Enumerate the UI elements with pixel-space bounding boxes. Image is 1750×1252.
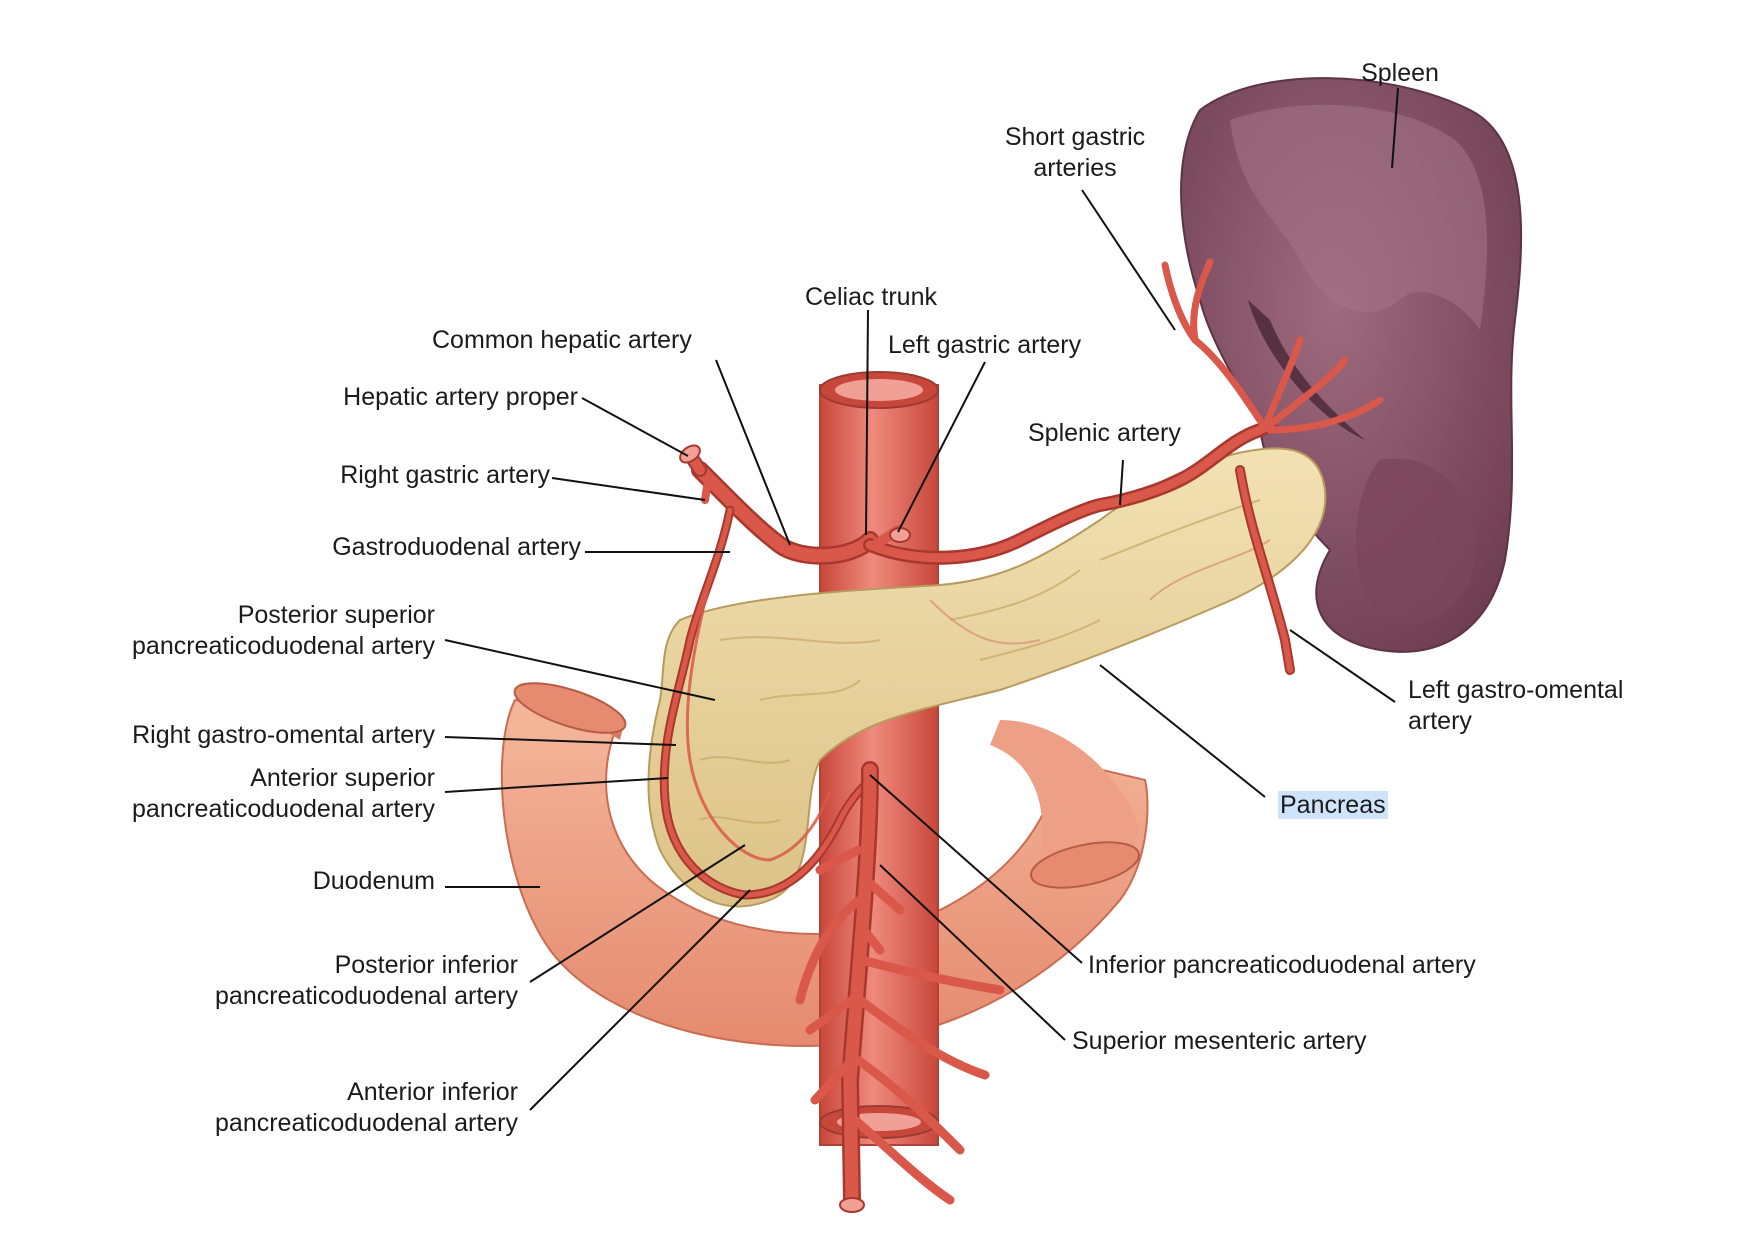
label-common-hepatic-artery: Common hepatic artery <box>432 325 692 356</box>
label-post-sup-line2: pancreaticoduodenal artery <box>132 632 435 660</box>
spleen <box>1180 77 1523 653</box>
label-post-sup-line1: Posterior superior <box>237 601 435 629</box>
label-anterior-superior-pd-artery: Anterior superior pancreaticoduodenal ar… <box>60 763 435 825</box>
label-spleen-text: Spleen <box>1361 59 1439 87</box>
label-left-go-line1: Left gastro-omental <box>1408 676 1624 704</box>
label-splenic-text: Splenic artery <box>1028 419 1181 447</box>
label-celiac-trunk: Celiac trunk <box>805 282 937 313</box>
label-posterior-superior-pd-artery: Posterior superior pancreaticoduodenal a… <box>60 600 435 662</box>
label-ant-sup-line1: Anterior superior <box>250 764 435 792</box>
label-common-hepatic-text: Common hepatic artery <box>432 326 692 354</box>
label-hepatic-proper-text: Hepatic artery proper <box>343 383 578 411</box>
label-left-gastric-artery: Left gastric artery <box>888 330 1081 361</box>
label-right-gastro-omental-artery: Right gastro-omental artery <box>60 720 435 751</box>
label-pancreas: Pancreas <box>1278 790 1388 821</box>
label-right-gastric-text: Right gastric artery <box>340 461 550 489</box>
label-duodenum-text: Duodenum <box>312 867 435 895</box>
label-short-gastric-line1: Short gastric <box>1004 123 1146 151</box>
label-splenic-artery: Splenic artery <box>1028 418 1181 449</box>
label-gastroduodenal-text: Gastroduodenal artery <box>332 533 581 561</box>
pancreas <box>647 447 1327 908</box>
label-duodenum: Duodenum <box>260 866 435 897</box>
label-right-gastric-artery: Right gastric artery <box>260 460 550 491</box>
label-inf-pd-text: Inferior pancreaticoduodenal artery <box>1088 951 1476 979</box>
label-right-go-text: Right gastro-omental artery <box>132 721 435 749</box>
label-ant-inf-line2: pancreaticoduodenal artery <box>215 1109 518 1137</box>
label-ant-sup-line2: pancreaticoduodenal artery <box>132 795 435 823</box>
label-ant-inf-line1: Anterior inferior <box>347 1078 518 1106</box>
label-inferior-pd-artery: Inferior pancreaticoduodenal artery <box>1088 950 1476 981</box>
label-spleen: Spleen <box>1350 58 1450 89</box>
duodenum <box>500 682 1149 1047</box>
label-short-gastric-arteries: Short gastric arteries <box>990 122 1160 184</box>
label-gastroduodenal-artery: Gastroduodenal artery <box>260 532 581 563</box>
label-posterior-inferior-pd-artery: Posterior inferior pancreaticoduodenal a… <box>140 950 518 1012</box>
label-celiac-trunk-text: Celiac trunk <box>805 283 937 311</box>
label-short-gastric-line2: arteries <box>1033 154 1117 182</box>
leader-lines <box>444 87 1399 1111</box>
label-pancreas-text: Pancreas <box>1278 791 1388 819</box>
label-anterior-inferior-pd-artery: Anterior inferior pancreaticoduodenal ar… <box>140 1077 518 1139</box>
label-sma-text: Superior mesenteric artery <box>1072 1027 1367 1055</box>
label-post-inf-line1: Posterior inferior <box>334 951 518 979</box>
arteries <box>659 258 1384 1213</box>
label-left-go-line2: artery <box>1408 707 1472 735</box>
label-hepatic-artery-proper: Hepatic artery proper <box>260 382 578 413</box>
label-left-gastric-text: Left gastric artery <box>888 331 1082 359</box>
label-post-inf-line2: pancreaticoduodenal artery <box>215 982 518 1010</box>
label-superior-mesenteric-artery: Superior mesenteric artery <box>1072 1026 1367 1057</box>
label-left-gastro-omental-artery: Left gastro-omental artery <box>1408 675 1623 737</box>
